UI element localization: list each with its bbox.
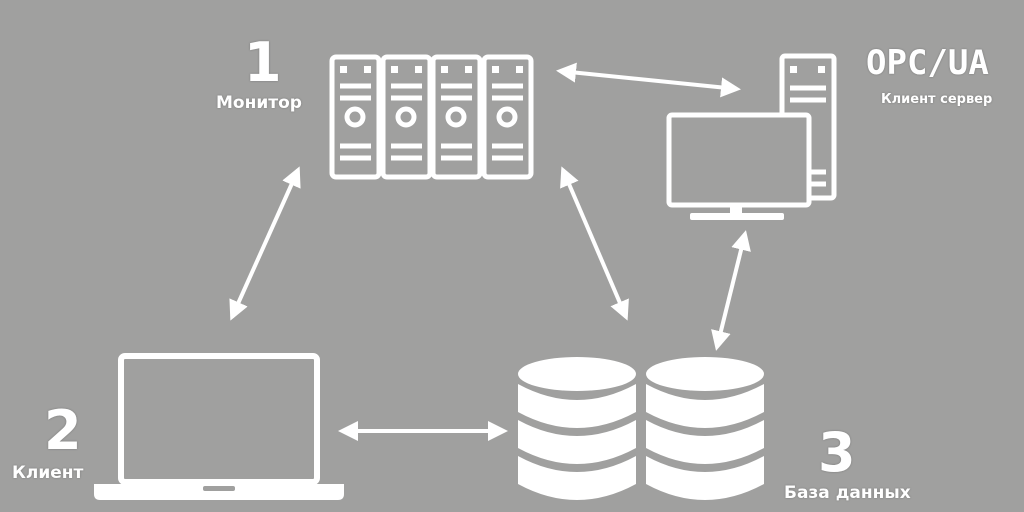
client-number: 2 [44,399,82,462]
arrow-monitor-client [229,166,301,321]
arrow-database-opcua [711,230,751,351]
arrow-monitor-opcua [556,62,741,98]
arrow-monitor-database [560,166,629,321]
client-label: Клиент [12,463,84,483]
database-number: 3 [818,421,856,484]
monitor-number: 1 [244,31,282,94]
server-rack-icon [329,54,534,180]
opcua-title: OPC/UA [866,43,989,83]
database-label: База данных [784,483,911,503]
monitor-label: Монитор [216,93,302,113]
desktop-computer-icon [666,53,837,220]
database-icon [518,357,764,500]
opcua-label: Клиент сервер [881,92,993,107]
laptop-icon [94,353,344,500]
